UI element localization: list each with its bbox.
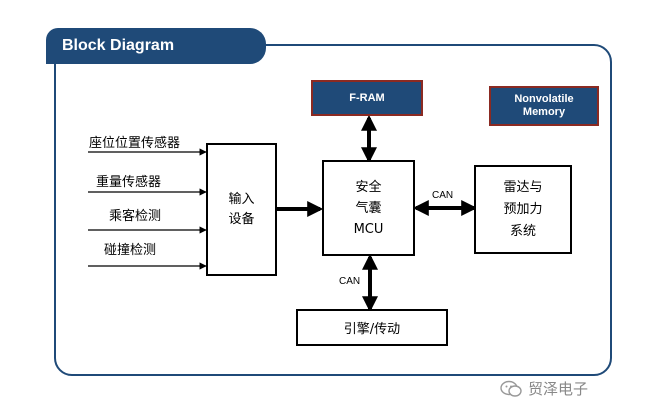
sensor-label-collision: 碰撞检测 (104, 243, 157, 258)
diagram-title: Block Diagram (46, 28, 266, 64)
can-label-bottom: CAN (339, 276, 361, 287)
engine-transmission-block: 引擎/传动 (296, 309, 448, 346)
fram-block: F-RAM (311, 80, 423, 116)
sensor-label-passenger: 乘客检测 (109, 209, 162, 224)
radar-label-line2: 预加力 (503, 201, 543, 217)
radar-label-line1: 雷达与 (503, 179, 543, 195)
wechat-icon (500, 380, 522, 397)
nonvolatile-label-line1: Nonvolatile (514, 93, 574, 105)
fram-label: F-RAM (349, 91, 385, 104)
nonvolatile-memory-block: Nonvolatile Memory (489, 86, 599, 126)
nonvolatile-label-line2: Memory (522, 106, 566, 118)
input-device-block: 输入 设备 (206, 143, 277, 276)
engine-label: 引擎/传动 (343, 322, 401, 337)
sensor-label-seat-position: 座位位置传感器 (89, 136, 181, 151)
mcu-label-line1: 安全 (355, 179, 382, 195)
input-label-line1: 输入 (228, 191, 255, 207)
watermark-text: 贸泽电子 (528, 380, 589, 398)
sensor-arrows (88, 148, 207, 270)
sensor-label-weight: 重量传感器 (96, 175, 162, 190)
can-label-right: CAN (432, 190, 454, 201)
watermark: 贸泽电子 (500, 378, 588, 399)
radar-label-line3: 系统 (509, 223, 536, 239)
mcu-label-line3: MCU (353, 221, 384, 237)
radar-pretension-block: 雷达与 预加力 系统 (474, 165, 572, 254)
airbag-mcu-block: 安全 气囊 MCU (322, 160, 415, 256)
mcu-label-line2: 气囊 (355, 200, 382, 216)
input-label-line2: 设备 (228, 211, 255, 227)
